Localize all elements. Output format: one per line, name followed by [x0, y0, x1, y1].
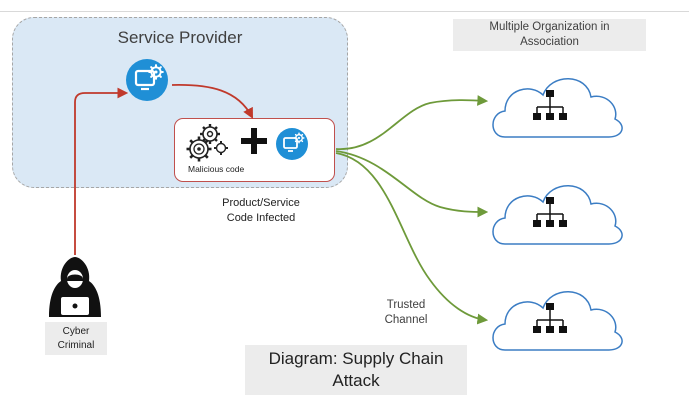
infected-caption-line2: Code Infected	[226, 212, 296, 224]
gears-icon	[186, 124, 228, 162]
org-cloud-2	[492, 185, 623, 245]
malicious-code-label: Malicious code	[188, 164, 245, 174]
org-chart-icon	[533, 303, 567, 333]
organizations-label: Multiple Organization in Association	[453, 19, 646, 51]
trusted-channel-label: Trusted Channel	[368, 298, 444, 328]
plus-icon	[238, 125, 270, 157]
service-provider-title: Service Provider	[117, 28, 243, 47]
cyber-criminal-line2: Criminal	[57, 340, 95, 351]
trusted-channel-line1: Trusted	[386, 299, 426, 311]
infected-caption: Product/Service Code Infected	[196, 196, 326, 226]
org-chart-icon	[533, 197, 567, 227]
org-cloud-1	[492, 78, 623, 138]
diagram-caption: Diagram: Supply Chain Attack	[245, 345, 467, 395]
cyber-criminal-line1: Cyber	[62, 326, 90, 337]
org-chart-icon	[533, 90, 567, 120]
organizations-label-line1: Multiple Organization in	[489, 21, 610, 33]
org-cloud-3	[492, 291, 623, 351]
diagram-caption-line1: Diagram: Supply Chain	[268, 349, 444, 368]
infected-caption-line1: Product/Service	[222, 197, 300, 209]
trusted-channel-line2: Channel	[384, 314, 428, 326]
diagram-caption-line2: Attack	[332, 371, 380, 390]
top-divider	[0, 11, 689, 12]
trusted-channel-arrows	[335, 95, 489, 325]
organizations-label-line2: Association	[520, 36, 579, 48]
monitor-gear-icon	[126, 59, 168, 101]
attack-path-arrow	[74, 84, 253, 255]
hooded-hacker-icon	[49, 257, 101, 317]
cyber-criminal-label: Cyber Criminal	[45, 322, 107, 355]
infected-app-icon	[276, 128, 308, 160]
